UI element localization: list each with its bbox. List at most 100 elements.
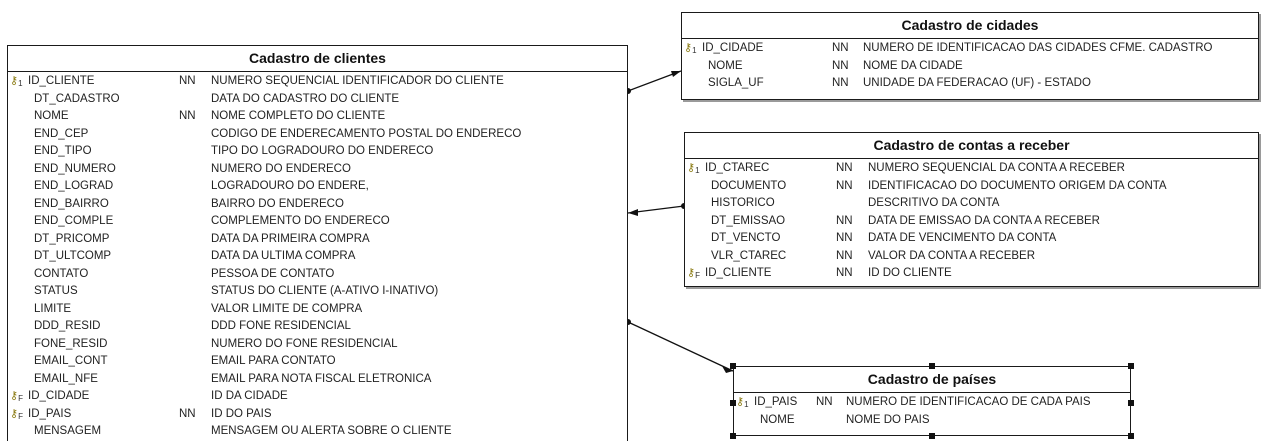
attribute-name: END_TIPO bbox=[34, 145, 92, 157]
attribute-name: ID_CIDADE bbox=[28, 390, 90, 402]
not-null-flag: NN bbox=[832, 77, 849, 89]
relation-clientes-cidades bbox=[627, 70, 682, 92]
resize-handle[interactable] bbox=[730, 363, 736, 369]
not-null-flag: NN bbox=[179, 75, 196, 87]
attribute-row[interactable]: EMAIL_NFE EMAIL PARA NOTA FISCAL ELETRONI… bbox=[8, 371, 627, 389]
resize-handle[interactable] bbox=[730, 433, 736, 439]
attribute-name: MENSAGEM bbox=[34, 425, 102, 437]
key-marker: 1 bbox=[744, 400, 749, 409]
attribute-description: NOME COMPLETO DO CLIENTE bbox=[211, 110, 386, 122]
attribute-row[interactable]: END_TIPO TIPO DO LOGRADOURO DO ENDERECO bbox=[8, 143, 627, 161]
key-marker: 1 bbox=[695, 166, 700, 175]
attribute-name: END_NUMERO bbox=[34, 162, 116, 175]
attribute-description: ID DO CLIENTE bbox=[868, 267, 952, 279]
attribute-name: DT_PRICOMP bbox=[34, 232, 110, 245]
attribute-description: DATA DA PRIMEIRA COMPRA bbox=[211, 232, 370, 245]
resize-handle[interactable] bbox=[929, 433, 935, 439]
attribute-description: NUMERO DE IDENTIFICACAO DE CADA PAIS bbox=[846, 396, 1091, 408]
attribute-description: TIPO DO LOGRADOURO DO ENDERECO bbox=[211, 145, 434, 157]
resize-handle[interactable] bbox=[730, 400, 736, 406]
attribute-row[interactable]: DT_PRICOMP DATA DA PRIMEIRA COMPRA bbox=[8, 231, 627, 249]
attribute-name: VLR_CTAREC bbox=[711, 249, 787, 262]
attribute-description: NUMERO SEQUENCIAL IDENTIFICADOR DO CLIEN… bbox=[211, 75, 504, 87]
resize-handle[interactable] bbox=[1128, 433, 1134, 439]
attribute-description: DATA DA ULTIMA COMPRA bbox=[211, 250, 356, 262]
attribute-name: SIGLA_UF bbox=[708, 77, 764, 89]
attribute-description: NOME DO PAIS bbox=[846, 413, 930, 426]
attribute-name: FONE_RESID bbox=[34, 337, 108, 350]
attribute-description: LOGRADOURO DO ENDERE, bbox=[211, 180, 369, 192]
attribute-description: DATA DO CADASTRO DO CLIENTE bbox=[211, 92, 400, 105]
attribute-description: VALOR LIMITE DE COMPRA bbox=[211, 302, 363, 315]
attribute-description: DATA DE EMISSAO DA CONTA A RECEBER bbox=[868, 214, 1100, 227]
attribute-description: UNIDADE DA FEDERACAO (UF) - ESTADO bbox=[863, 77, 1091, 89]
resize-handle[interactable] bbox=[1128, 363, 1134, 369]
resize-handle[interactable] bbox=[929, 363, 935, 369]
attribute-name: HISTORICO bbox=[711, 197, 775, 209]
attribute-name: DT_VENCTO bbox=[711, 232, 781, 244]
not-null-flag: NN bbox=[832, 42, 849, 54]
attribute-row[interactable]: SIGLA_UF NN UNIDADE DA FEDERACAO (UF) - ES… bbox=[682, 75, 1258, 93]
attribute-description: STATUS DO CLIENTE (A-ATIVO I-INATIVO) bbox=[211, 285, 439, 297]
attribute-row[interactable]: MENSAGEM MENSAGEM OU ALERTA SOBRE O CLIEN… bbox=[8, 423, 627, 441]
relation-contas-clientes bbox=[627, 205, 685, 214]
not-null-flag: NN bbox=[179, 407, 196, 420]
attribute-name: NOME bbox=[34, 110, 69, 122]
attribute-description: NOME DA CIDADE bbox=[863, 59, 963, 72]
attribute-description: MENSAGEM OU ALERTA SOBRE O CLIENTE bbox=[211, 425, 452, 437]
attribute-row[interactable]: DT_ULTCOMP DATA DA ULTIMA COMPRA bbox=[8, 248, 627, 266]
attribute-name: ID_CIDADE bbox=[702, 42, 764, 54]
relation-arrowhead bbox=[628, 209, 638, 216]
not-null-flag: NN bbox=[836, 214, 853, 227]
attribute-description: ID DO PAIS bbox=[211, 407, 272, 420]
resize-handle[interactable] bbox=[1128, 400, 1134, 406]
entity-title: Cadastro de cidades bbox=[682, 13, 1258, 39]
attribute-description: COMPLEMENTO DO ENDERECO bbox=[211, 215, 390, 227]
attribute-name: END_CEP bbox=[34, 127, 89, 140]
attribute-description: EMAIL PARA CONTATO bbox=[211, 355, 336, 367]
key-marker: F bbox=[18, 394, 23, 403]
attribute-description: NUMERO SEQUENCIAL DA CONTA A RECEBER bbox=[868, 162, 1125, 174]
attribute-name: EMAIL_NFE bbox=[34, 372, 98, 385]
attribute-row[interactable]: END_CEP CODIGO DE ENDERECAMENTO POSTAL DO… bbox=[8, 126, 627, 144]
attribute-description: CODIGO DE ENDERECAMENTO POSTAL DO ENDERE… bbox=[211, 127, 522, 140]
entity-title: Cadastro de contas a receber bbox=[685, 133, 1258, 159]
key-marker: 1 bbox=[692, 46, 697, 55]
attribute-description: EMAIL PARA NOTA FISCAL ELETRONICA bbox=[211, 372, 432, 385]
attribute-name: CONTATO bbox=[34, 267, 89, 280]
attribute-name: DT_ULTCOMP bbox=[34, 250, 112, 262]
not-null-flag: NN bbox=[836, 179, 853, 192]
